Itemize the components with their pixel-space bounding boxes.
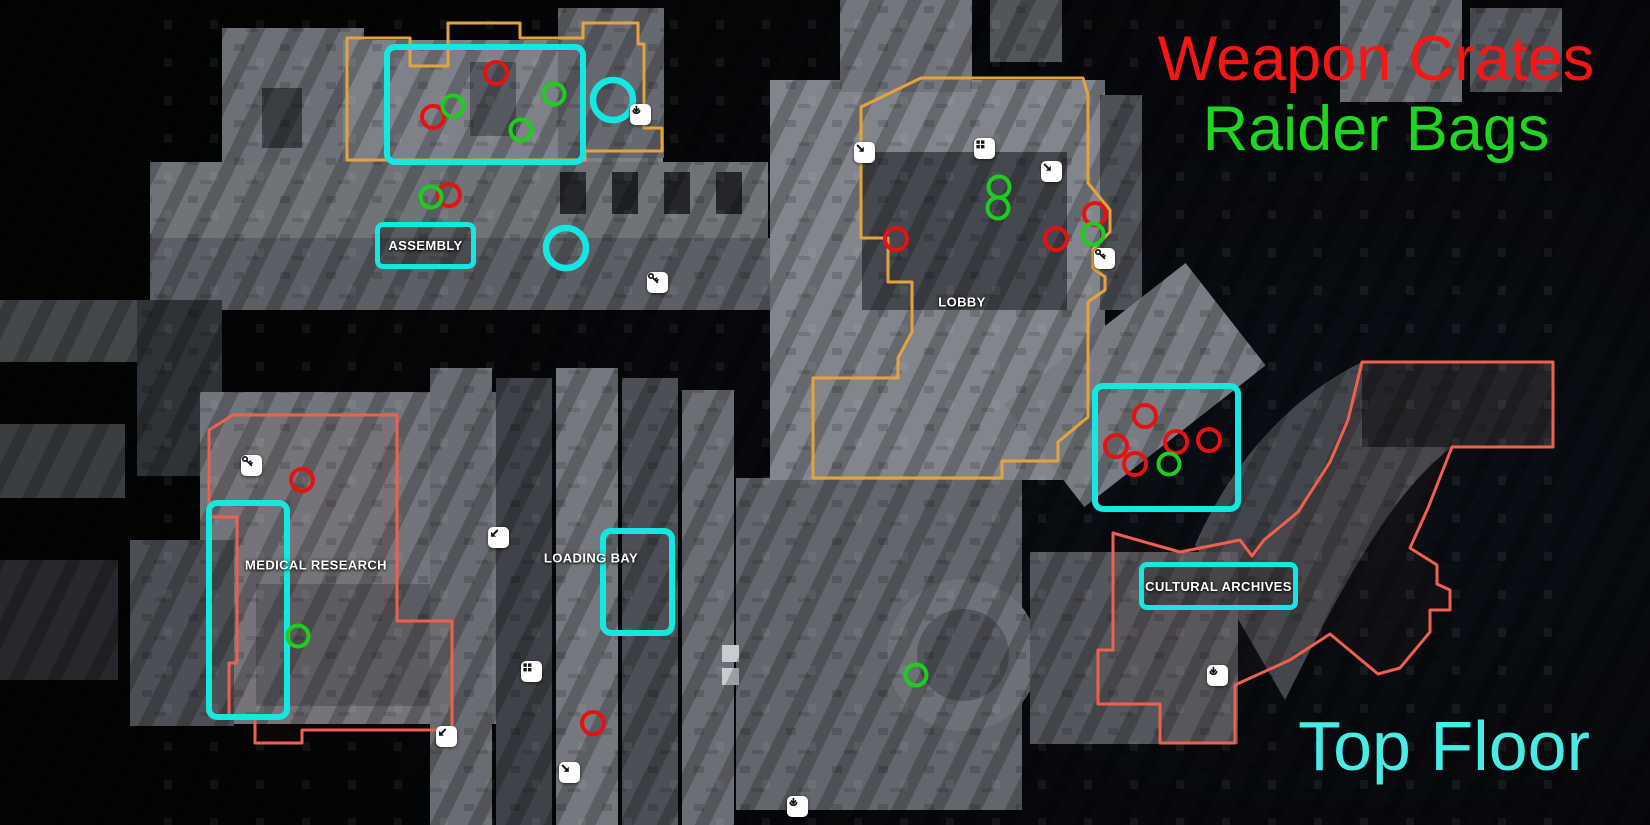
- weapon-crate-marker: [436, 182, 462, 208]
- highlight-rects: [206, 44, 1241, 720]
- area-label-text: CULTURAL ARCHIVES: [1145, 578, 1292, 594]
- legend-weapon-crates: Weapon Crates: [1157, 24, 1595, 94]
- weapon-crate-marker: [1163, 429, 1189, 455]
- raider-bag-marker: [541, 81, 567, 107]
- extract-icon: [629, 103, 651, 125]
- stairs-down-left-icon: [487, 526, 509, 548]
- weapon-crate-marker: [1103, 433, 1129, 459]
- area-label-loading-bay: LOADING BAY: [543, 550, 639, 566]
- weapon-crate-marker: [883, 226, 909, 252]
- highlight-rect: [206, 500, 290, 720]
- raider-bag-marker: [508, 117, 534, 143]
- highlight-circles: [542, 76, 637, 272]
- grid-icon: [520, 660, 542, 682]
- raider-bag-marker: [985, 195, 1011, 221]
- stairs-down-left-icon: [435, 725, 457, 747]
- floor-label: Top Floor: [1298, 707, 1590, 785]
- weapon-crate-marker: [1196, 427, 1222, 453]
- raider-bag-marker: [1156, 451, 1182, 477]
- stairs-down-right-icon: [558, 761, 580, 783]
- raider-bag-markers: [285, 81, 1182, 688]
- weapon-crate-marker: [580, 710, 606, 736]
- stairs-down-right-icon: [1040, 160, 1062, 182]
- legend-raider-bags: Raider Bags: [1202, 94, 1550, 164]
- weapon-crate-marker: [1043, 226, 1069, 252]
- weapon-crate-marker: [483, 60, 509, 86]
- zone-outlines: [207, 21, 1555, 745]
- raider-bag-marker: [285, 623, 311, 649]
- grid-icon: [973, 137, 995, 159]
- zone-outline-factory: [345, 21, 664, 162]
- raider-bag-marker: [440, 93, 466, 119]
- zone-outline-lobby: [811, 76, 1112, 480]
- area-label-medical-research: MEDICAL RESEARCH: [245, 557, 387, 573]
- weapon-crate-marker: [1132, 403, 1158, 429]
- area-label-cultural-archives: CULTURAL ARCHIVES: [1139, 562, 1298, 610]
- highlight-rect: [1092, 383, 1241, 512]
- highlight-rect: [600, 528, 675, 636]
- highlight-circle: [542, 224, 590, 272]
- raider-bag-marker: [418, 184, 444, 210]
- weapon-crate-marker: [1122, 451, 1148, 477]
- weapon-crate-markers: [289, 60, 1222, 736]
- weapon-crate-marker: [289, 467, 315, 493]
- key-icon: [646, 271, 668, 293]
- extract-icon: [786, 795, 808, 817]
- legend: Weapon Crates Raider Bags: [1158, 24, 1595, 164]
- area-label-text: ASSEMBLY: [388, 238, 463, 253]
- area-label-lobby: LOBBY: [938, 294, 986, 310]
- extract-icon: [1206, 664, 1228, 686]
- raider-bag-marker: [903, 662, 929, 688]
- key-icon: [1093, 247, 1115, 269]
- highlight-rect: [384, 44, 586, 165]
- area-label-assembly: ASSEMBLY: [375, 222, 476, 269]
- stairs-down-right-icon: [853, 141, 875, 163]
- zone-outline-medical-research: [207, 413, 454, 745]
- weapon-crate-marker: [420, 104, 446, 130]
- key-icon: [240, 454, 262, 476]
- zone-outline-archives-wing: [1096, 360, 1555, 745]
- highlight-circle: [589, 76, 637, 124]
- raider-bag-marker: [1080, 221, 1106, 247]
